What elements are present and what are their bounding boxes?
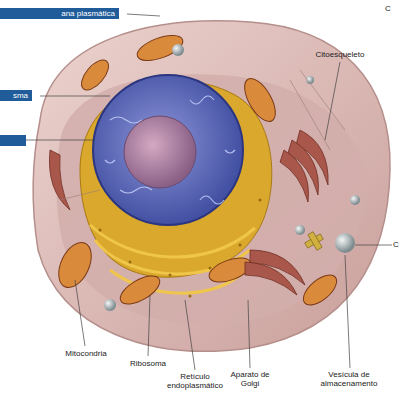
nucleolus (124, 116, 196, 188)
cytoplasm (56, 74, 365, 324)
mitochondria (52, 30, 342, 310)
nucleus (93, 75, 243, 225)
label-tag: sma (0, 90, 32, 101)
part-label: Ribosoma (120, 359, 176, 368)
chromatin (105, 96, 235, 204)
golgi-apparatus (49, 130, 328, 295)
centrioles (305, 232, 324, 251)
storage-vesicles (104, 44, 360, 311)
part-label: C (390, 240, 400, 249)
part-label: C (380, 4, 396, 13)
label-tag: ana plasmática (0, 8, 119, 19)
leader-lines (26, 14, 392, 370)
part-label: Vesícula de almacenamento (305, 370, 393, 388)
part-label: Mitocondria (55, 349, 117, 358)
part-label: Citoesqueleto (305, 50, 375, 59)
part-label: Aparato de Golgi (220, 370, 280, 388)
label-tag (0, 135, 26, 146)
er-folds (90, 225, 255, 293)
plasma-membrane (33, 21, 390, 351)
cytoskeleton-fibres (60, 70, 345, 200)
part-label: Retículo endoplasmático (160, 372, 230, 390)
